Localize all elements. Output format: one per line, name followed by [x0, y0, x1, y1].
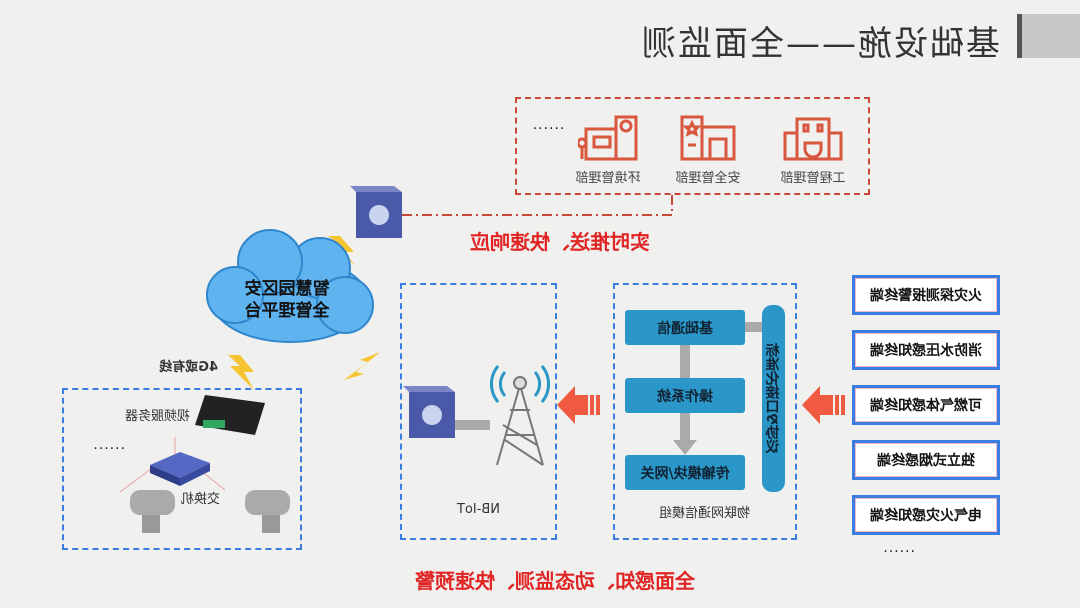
push-connector — [402, 195, 673, 216]
push-text: 实时推送、快速响应 — [470, 230, 650, 254]
video-more: ...... — [92, 437, 125, 453]
link-label: 4G或有线 — [159, 360, 218, 375]
cell-tower-icon — [490, 365, 550, 466]
link-line — [119, 465, 156, 493]
camera-icon — [245, 490, 290, 533]
flow-arrow-head — [673, 440, 697, 455]
cloud-shape — [206, 229, 374, 343]
terminals-more: ...... — [882, 540, 915, 556]
block-gateway: 传输模块/网关 — [625, 455, 745, 490]
lightning-icon — [344, 352, 380, 380]
block-basic-comm: 基础通信 — [625, 310, 745, 345]
terminal-gas[interactable]: 可燃气体感知终端 — [852, 385, 1000, 425]
cloud-platform[interactable]: 智慧园区安 全管理平台 — [232, 278, 342, 322]
interface-bar: 标准化接口&协议 — [762, 305, 785, 492]
dept-safety: 安全管理部 — [663, 105, 753, 186]
block-os: 操作系统 — [625, 378, 745, 413]
dept-environment: 环境管理部 — [563, 105, 653, 186]
flow-arrow — [680, 412, 690, 442]
terminal-water-pressure[interactable]: 消防水压感知终端 — [852, 330, 1000, 370]
flow-arrow — [680, 345, 690, 378]
iot-module-label: 物联网通信模组 — [658, 506, 750, 521]
video-server-icon — [195, 395, 265, 435]
cloud-label: 智慧园区安 — [244, 279, 330, 299]
terminal-smoke[interactable]: 独立式烟感终端 — [852, 440, 1000, 480]
network-switch-icon — [150, 452, 210, 486]
connector-bar — [742, 322, 762, 332]
switch-label: 交换机 — [180, 492, 220, 507]
departments-box: 工程管理部 安全管理部 环境管理部 ...... — [515, 97, 870, 195]
cloud-label: 全管理平台 — [244, 301, 330, 321]
terminal-electrical-fire[interactable]: 电气火灾感知终端 — [852, 495, 1000, 535]
red-arrow-icon — [557, 386, 600, 424]
nbiot-label: NB-IoT — [456, 502, 500, 517]
building-tree-icon — [578, 115, 638, 161]
switch-icon — [403, 386, 455, 438]
shop-star-icon — [680, 115, 736, 161]
connector-bar — [455, 420, 490, 430]
footer-text: 全面感知、动态监测、快速预警 — [415, 569, 695, 593]
video-server-label: 视频服务器 — [124, 409, 190, 424]
dept-engineering: 工程管理部 — [768, 105, 858, 186]
switch-icon — [350, 186, 402, 238]
lightning-icon — [228, 355, 254, 390]
building-icon — [783, 117, 843, 161]
red-arrow-icon — [802, 386, 845, 424]
camera-icon — [130, 490, 175, 533]
terminal-fire-alarm[interactable]: 火灾探测报警终端 — [852, 275, 1000, 315]
